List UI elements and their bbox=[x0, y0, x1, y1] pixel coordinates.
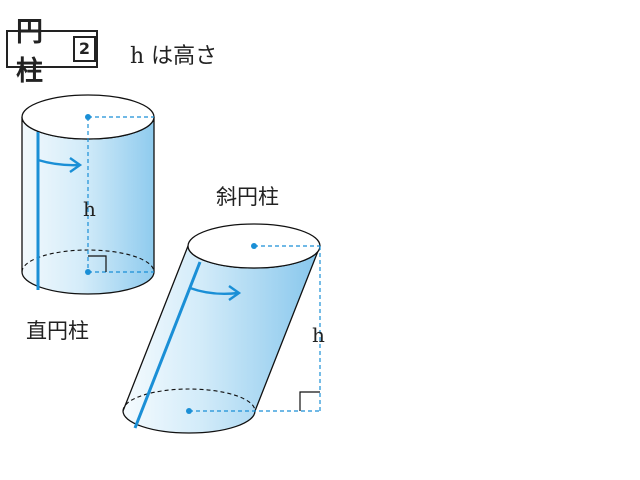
oblique-top-center-dot bbox=[251, 243, 257, 249]
oblique-rotation-arrow bbox=[189, 286, 239, 296]
right-height-label: h bbox=[83, 197, 96, 221]
right-base-center-dot bbox=[85, 269, 91, 275]
oblique-cylinder-hidden-base bbox=[122, 388, 256, 412]
right-rotation-arrow bbox=[37, 158, 80, 167]
note-variable: h bbox=[130, 44, 145, 69]
title-box: 円柱 2 bbox=[6, 17, 98, 87]
note-description: は高さ bbox=[151, 44, 218, 69]
oblique-height-label: h bbox=[312, 323, 325, 347]
oblique-cylinder-label: 斜円柱 bbox=[216, 185, 279, 209]
oblique-base-center-dot bbox=[186, 408, 192, 414]
right-cylinder-label: 直円柱 bbox=[26, 319, 89, 343]
oblique-angle-mark bbox=[299, 391, 320, 411]
oblique-cylinder: h 斜円柱 bbox=[122, 185, 325, 434]
right-arrow-head bbox=[69, 157, 83, 173]
title-label: 円柱 bbox=[16, 17, 44, 87]
note-text: h は高さ bbox=[130, 38, 217, 70]
oblique-arrow-head bbox=[228, 285, 242, 301]
oblique-generator-line bbox=[133, 261, 202, 429]
title-number: 2 bbox=[72, 36, 96, 62]
right-cylinder: h 直円柱 bbox=[21, 94, 155, 343]
right-angle-mark bbox=[88, 255, 107, 272]
right-top-center-dot bbox=[85, 114, 91, 120]
